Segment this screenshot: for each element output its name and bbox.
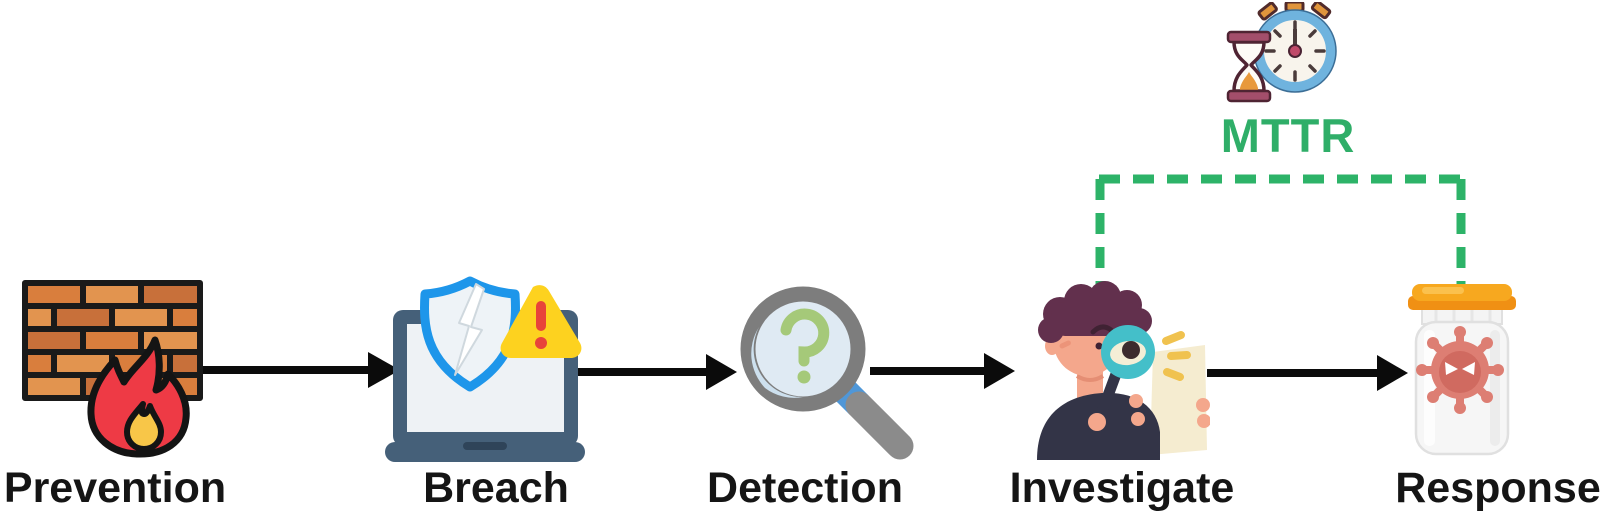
laptop-breach-shield-icon xyxy=(385,276,585,462)
step-label-prevention: Prevention xyxy=(3,464,227,512)
arrow-investigate-to-response xyxy=(1207,355,1408,391)
sparkle-marks xyxy=(1162,331,1191,381)
eyebrow xyxy=(1090,324,1114,335)
step-breach xyxy=(385,275,585,465)
step-label-detection: Detection xyxy=(707,464,903,512)
paper-fingers xyxy=(1129,394,1210,428)
cracked-shield xyxy=(420,276,520,392)
step-investigate xyxy=(1015,280,1210,460)
mttr-bracket xyxy=(1095,174,1466,290)
hand-magnifier xyxy=(1088,325,1155,434)
virus-jar-icon xyxy=(1408,284,1516,456)
step-detection xyxy=(703,260,918,465)
hourglass xyxy=(1226,30,1272,103)
question-mark xyxy=(780,308,830,384)
stopwatch-hourglass-icon xyxy=(1226,2,1337,103)
step-label-investigate: Investigate xyxy=(1009,464,1235,512)
step-label-breach: Breach xyxy=(423,464,569,512)
warning-triangle-icon xyxy=(500,285,582,358)
step-label-response: Response xyxy=(1395,464,1600,512)
virus xyxy=(1416,326,1504,414)
arrow-breach-to-detection xyxy=(560,354,737,390)
stopwatch xyxy=(1253,2,1337,93)
magnifier-question-icon xyxy=(740,286,914,460)
lens-shade xyxy=(751,327,803,398)
arrow-detection-to-investigate xyxy=(870,353,1015,389)
blush xyxy=(1059,340,1071,349)
step-response xyxy=(1402,282,1522,462)
eye xyxy=(1095,342,1103,350)
investigator-magnifier-icon xyxy=(1037,281,1210,460)
step-prevention xyxy=(20,278,210,463)
jar-lid xyxy=(1408,284,1516,310)
magnifier-handle xyxy=(845,391,914,460)
flame xyxy=(87,336,190,458)
firewall-fire-icon xyxy=(22,280,203,458)
virus-eyes xyxy=(1445,362,1475,375)
mttr-metric-label: MTTR xyxy=(1220,109,1356,162)
arrow-prevention-to-breach xyxy=(200,352,400,388)
